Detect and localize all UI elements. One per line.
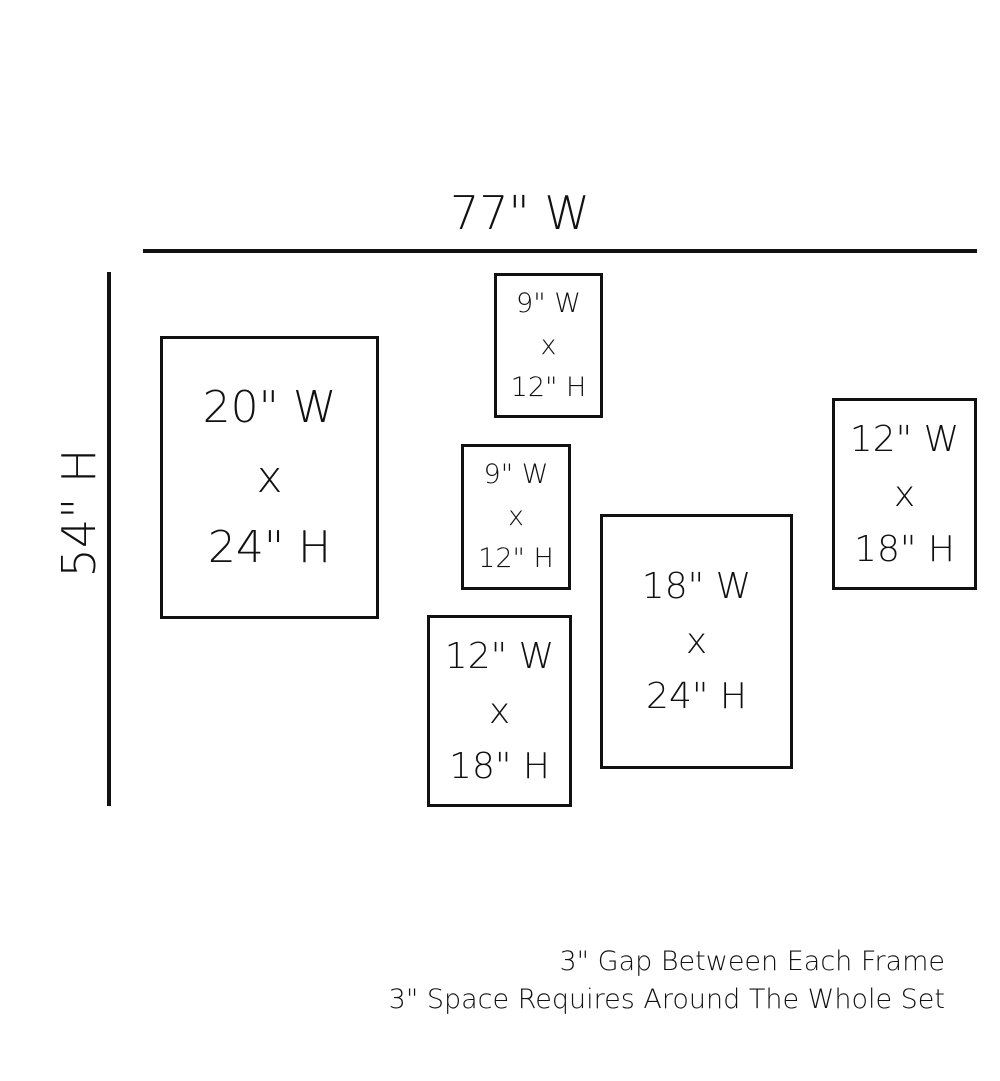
- frame-9x12-middle: 9" W x 12" H: [461, 444, 571, 590]
- frame-separator: x: [685, 621, 708, 662]
- gap-note: 3" Gap Between Each Frame: [559, 946, 945, 977]
- frame-12x18-bottom: 12" W x 18" H: [427, 615, 572, 807]
- frame-width-label: 12" W: [849, 418, 960, 460]
- frame-height-label: 12" H: [510, 371, 587, 403]
- frame-separator: x: [256, 451, 283, 503]
- total-height-line: [107, 272, 111, 806]
- frame-width-label: 9" W: [516, 287, 581, 319]
- frame-20x24: 20" W x 24" H: [160, 336, 379, 619]
- frame-width-label: 12" W: [444, 635, 555, 677]
- frame-height-label: 18" H: [449, 745, 550, 787]
- space-note: 3" Space Requires Around The Whole Set: [388, 984, 945, 1015]
- total-height-label: 54" H: [52, 448, 106, 578]
- frame-height-label: 24" H: [207, 521, 332, 573]
- frame-9x12-top: 9" W x 12" H: [494, 273, 603, 418]
- frame-height-label: 18" H: [854, 528, 955, 570]
- frame-width-label: 9" W: [483, 459, 549, 490]
- frame-separator: x: [508, 501, 524, 532]
- frame-width-label: 20" W: [202, 381, 337, 433]
- frame-separator: x: [540, 329, 557, 361]
- total-width-label: 77" W: [450, 186, 590, 240]
- total-width-line: [143, 249, 977, 253]
- frame-width-label: 18" W: [641, 566, 752, 607]
- frame-separator: x: [488, 690, 511, 732]
- frame-height-label: 12" H: [478, 543, 554, 574]
- frame-separator: x: [893, 473, 916, 515]
- frame-12x18-right: 12" W x 18" H: [832, 398, 977, 590]
- frame-18x24: 18" W x 24" H: [600, 514, 793, 769]
- frame-height-label: 24" H: [646, 676, 747, 717]
